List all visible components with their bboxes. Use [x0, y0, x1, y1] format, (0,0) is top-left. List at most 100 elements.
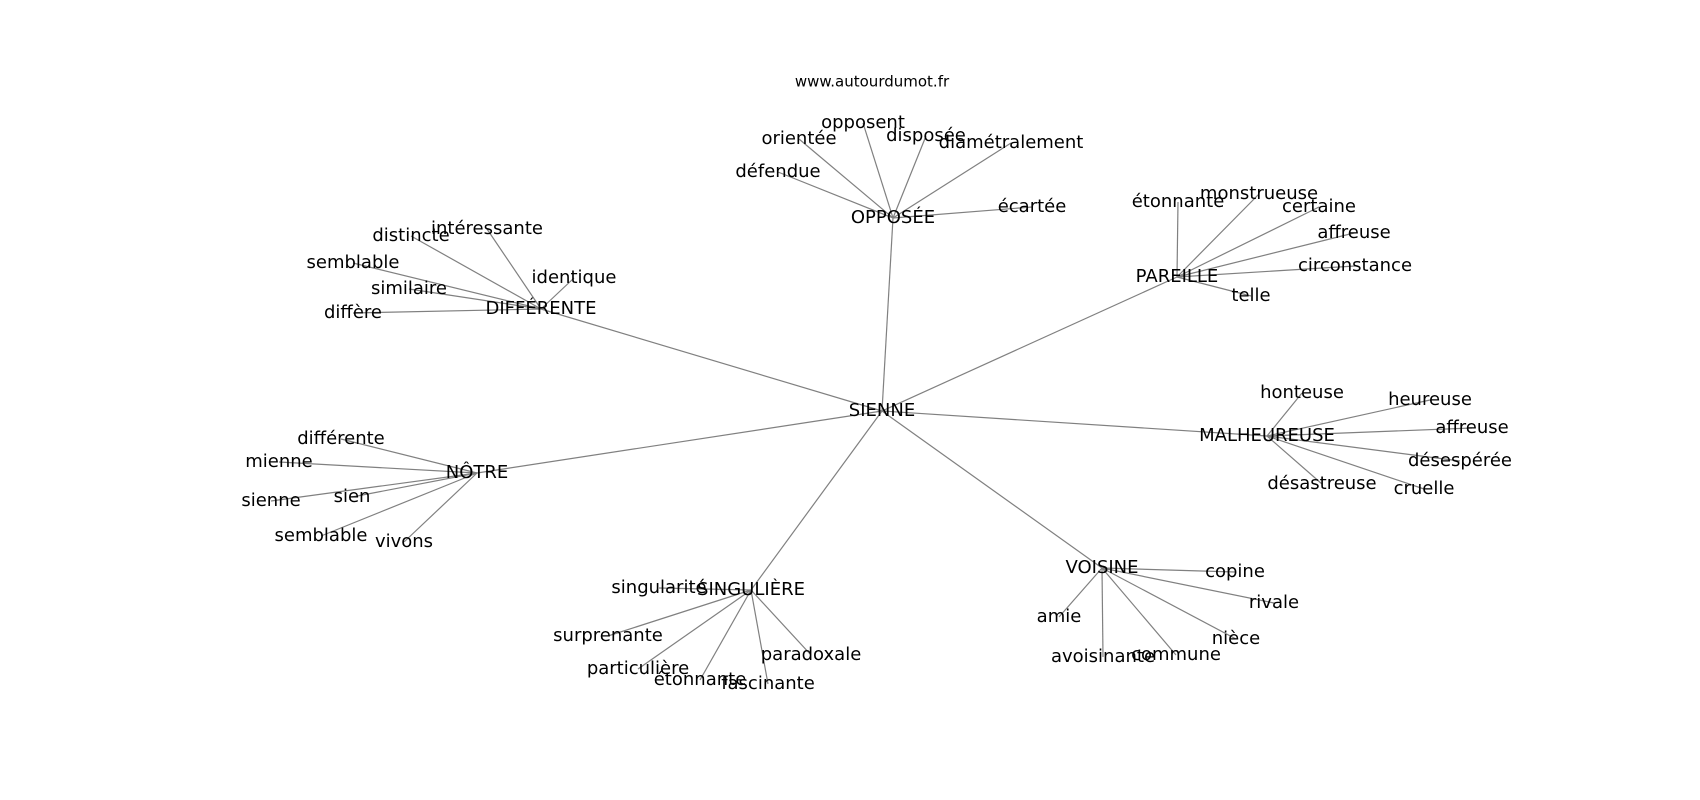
- edge-sienne-differente: [540, 308, 883, 412]
- node-heureuse-malheureuse: heureuse: [1388, 389, 1472, 410]
- node-distincte-differente: distincte: [372, 225, 449, 246]
- source-label: www.autourdumot.fr: [795, 73, 950, 91]
- node-monstrueuse-pareille: monstrueuse: [1200, 183, 1318, 204]
- node-identique-differente: identique: [532, 267, 617, 288]
- node-affreuse-malheureuse: affreuse: [1435, 417, 1508, 438]
- node-interessante-differente: intéressante: [431, 218, 543, 239]
- node-fascinante-singuliere: fascinante: [721, 673, 815, 694]
- edge-singuliere-particuliere: [637, 589, 752, 670]
- edge-singuliere-etonnante: [699, 589, 752, 681]
- edge-malheureuse-affreuse: [1266, 427, 1473, 437]
- edge-differente-semblable: [352, 262, 542, 310]
- node-certaine-pareille: certaine: [1282, 196, 1356, 217]
- edge-pareille-telle: [1176, 276, 1252, 297]
- node-sienne: SIENNE: [849, 400, 915, 421]
- node-semblable-differente: semblable: [307, 252, 400, 273]
- edge-sienne-notre: [476, 410, 883, 474]
- node-rivale-voisine: rivale: [1249, 592, 1299, 613]
- node-desastreuse-malheureuse: désastreuse: [1267, 473, 1376, 494]
- node-disposee-opposee: disposée: [886, 125, 966, 146]
- node-opposent-opposee: opposent: [821, 112, 905, 133]
- node-niece-voisine: nièce: [1212, 628, 1260, 649]
- edge-malheureuse-desesperee: [1266, 435, 1461, 462]
- node-affreuse-pareille: affreuse: [1317, 222, 1390, 243]
- node-semblable-notre: semblable: [275, 525, 368, 546]
- edge-differente-differe: [352, 308, 542, 314]
- edge-sienne-pareille: [881, 276, 1178, 412]
- edges-layer: [270, 122, 1473, 685]
- edge-notre-differente: [340, 438, 478, 474]
- node-honteuse-malheureuse: honteuse: [1260, 382, 1344, 403]
- edge-voisine-amie: [1058, 567, 1103, 618]
- edge-sienne-malheureuse: [881, 410, 1268, 437]
- edge-voisine-copine: [1101, 567, 1236, 573]
- node-avoisinante-voisine: avoisinante: [1051, 646, 1155, 667]
- node-copine-voisine: copine: [1205, 561, 1265, 582]
- edge-pareille-affreuse: [1176, 232, 1355, 278]
- node-voisine: VOISINE: [1065, 557, 1138, 578]
- node-etonnante-pareille: étonnante: [1132, 191, 1225, 212]
- node-particuliere-singuliere: particulière: [587, 658, 689, 679]
- node-amie-voisine: amie: [1037, 606, 1082, 627]
- edge-differente-distincte: [410, 235, 542, 310]
- edge-opposee-ecartee: [892, 206, 1033, 219]
- edge-sienne-opposee: [881, 217, 894, 412]
- node-paradoxale-singuliere: paradoxale: [761, 644, 862, 665]
- edge-pareille-certaine: [1176, 206, 1320, 278]
- edge-notre-mienne: [278, 461, 478, 474]
- node-desesperee-malheureuse: désespérée: [1408, 450, 1512, 471]
- edge-malheureuse-cruelle: [1266, 435, 1425, 490]
- node-notre: NÔTRE: [446, 461, 509, 483]
- edge-singuliere-paradoxale: [750, 589, 812, 656]
- node-singuliere: SINGULIÈRE: [697, 578, 805, 600]
- node-surprenante-singuliere: surprenante: [553, 625, 663, 646]
- node-etonnante-singuliere: étonnante: [654, 669, 747, 690]
- node-pareille: PAREILLE: [1136, 266, 1219, 287]
- edge-opposee-defendue: [777, 171, 894, 219]
- edge-pareille-circonstance: [1176, 265, 1356, 278]
- edge-voisine-rivale: [1101, 567, 1275, 604]
- node-singularite-singuliere: singularité: [611, 577, 706, 598]
- edge-sienne-singuliere: [750, 410, 883, 591]
- node-circonstance-pareille: circonstance: [1298, 255, 1412, 276]
- edge-differente-similaire: [408, 288, 542, 310]
- node-ecartee-opposee: écartée: [998, 196, 1067, 217]
- node-commune-voisine: commune: [1131, 644, 1221, 665]
- edge-singuliere-surprenante: [607, 589, 752, 637]
- labels-layer: SIENNE OPPOSÉE DIFFÉRENTE PAREILLE MALHEUREU…: [241, 112, 1512, 694]
- edge-malheureuse-heureuse: [1266, 399, 1431, 437]
- edge-voisine-avoisinante: [1101, 567, 1104, 658]
- edge-singuliere-singularite: [658, 587, 752, 591]
- node-sienne-notre: sienne: [241, 490, 300, 511]
- node-malheureuse: MALHEUREUSE: [1199, 425, 1335, 446]
- node-differente-notre: différente: [297, 428, 385, 449]
- node-differente: DIFFÉRENTE: [486, 297, 597, 319]
- node-defendue-opposee: défendue: [735, 161, 820, 182]
- node-sien-notre: sien: [334, 486, 371, 507]
- node-differe-differente: diffère: [324, 302, 382, 323]
- node-telle-pareille: telle: [1231, 285, 1270, 306]
- edge-differente-interessante: [486, 228, 542, 310]
- edge-sienne-voisine: [881, 410, 1103, 569]
- node-cruelle-malheureuse: cruelle: [1394, 478, 1455, 499]
- edge-pareille-monstrueuse: [1176, 193, 1260, 278]
- edge-differente-identique: [540, 277, 575, 310]
- node-diametralement-opposee: diamétralement: [939, 132, 1084, 153]
- edge-notre-sienne: [270, 472, 478, 502]
- edge-opposee-disposee: [892, 135, 927, 219]
- edge-notre-semblable: [320, 472, 478, 537]
- edge-voisine-niece: [1101, 567, 1237, 640]
- node-orientee-opposee: orientée: [761, 128, 836, 149]
- edge-opposee-diametralement: [892, 142, 1012, 219]
- edge-malheureuse-desastreuse: [1266, 435, 1323, 485]
- edge-voisine-commune: [1101, 567, 1177, 656]
- node-vivons-notre: vivons: [375, 531, 433, 552]
- edge-opposee-orientee: [798, 138, 894, 219]
- node-mienne-notre: mienne: [245, 451, 313, 472]
- edge-malheureuse-honteuse: [1266, 392, 1303, 437]
- edge-opposee-opposent: [862, 122, 894, 219]
- edge-pareille-etonnante: [1176, 201, 1179, 278]
- node-opposee: OPPOSÉE: [851, 206, 935, 228]
- node-similaire-differente: similaire: [371, 278, 447, 299]
